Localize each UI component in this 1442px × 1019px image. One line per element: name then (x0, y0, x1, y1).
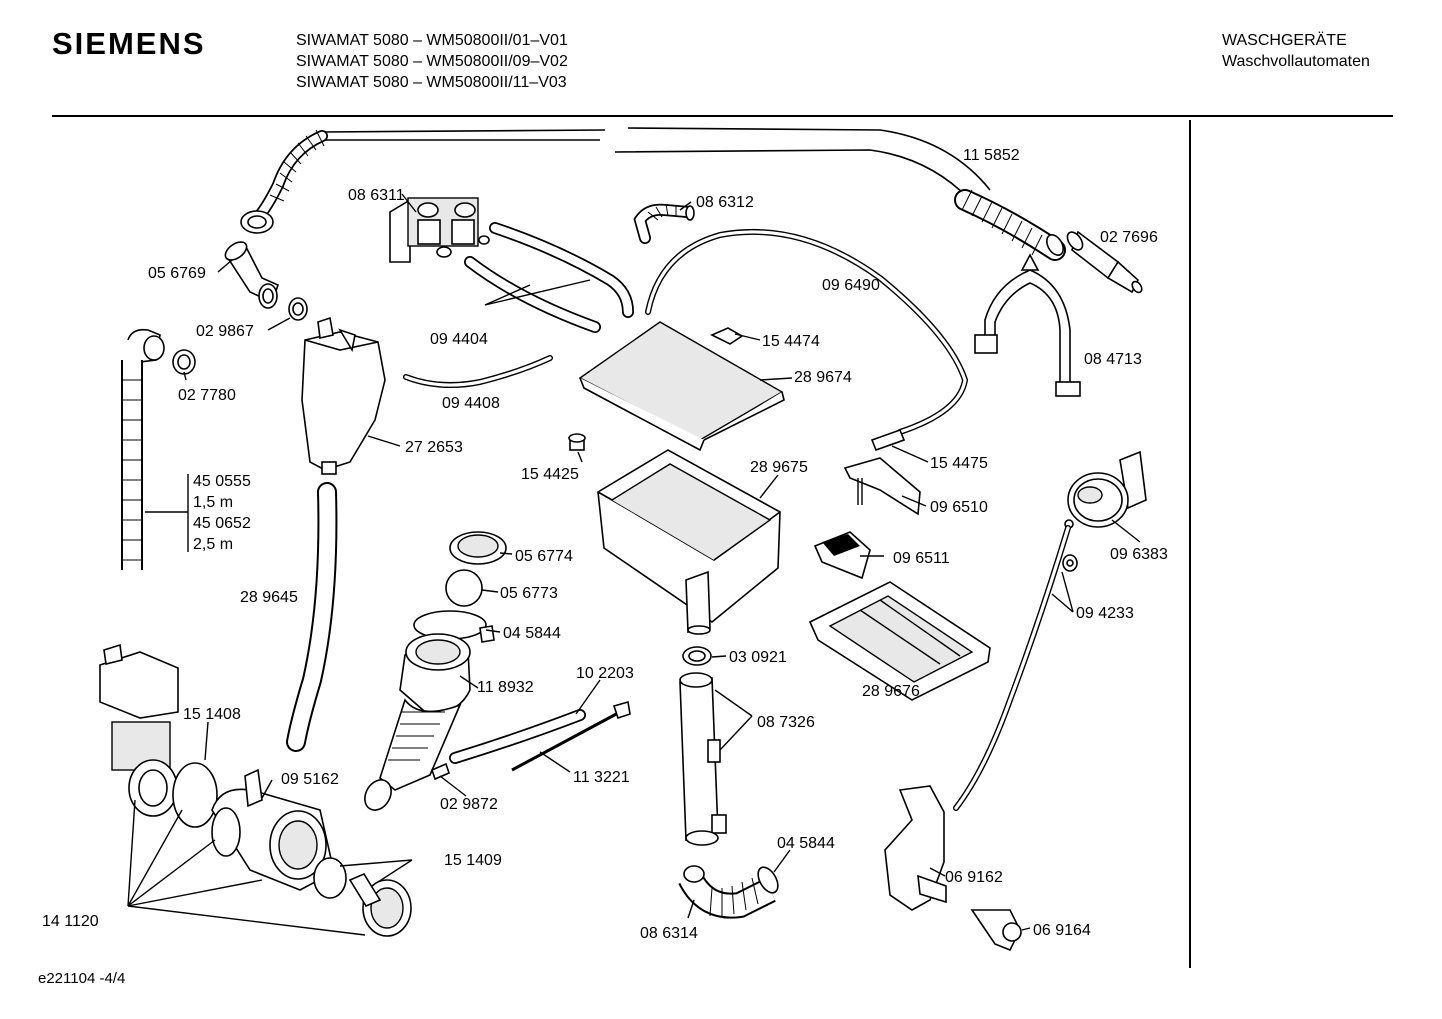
label-06-9162: 06 9162 (945, 869, 1003, 886)
label-09-4233: 09 4233 (1076, 605, 1134, 622)
small-hoses-part (464, 222, 634, 333)
label-28-9676: 28 9676 (862, 683, 920, 700)
label-15-4475: 15 4475 (930, 455, 988, 472)
label-27-2653: 27 2653 (405, 439, 463, 456)
air-trap-part (301, 316, 386, 475)
label-15-4425: 15 4425 (521, 466, 579, 483)
label-09-6383: 09 6383 (1110, 546, 1168, 563)
brand-logo: SIEMENS (52, 26, 206, 61)
flap-part (813, 531, 871, 580)
label-1-5m: 1,5 m (193, 494, 233, 511)
leader-lines (127, 193, 1141, 936)
inlet-valve-part (389, 197, 490, 263)
label-08-7326: 08 7326 (757, 714, 815, 731)
label-11-8932: 11 8932 (477, 679, 534, 696)
label-08-6314: 08 6314 (640, 925, 698, 942)
drain-hose-part (121, 328, 196, 570)
label-11-5852: 11 5852 (963, 147, 1020, 164)
hose-bracket-part (974, 253, 1081, 397)
label-28-9674: 28 9674 (794, 369, 852, 386)
pump-housing-part (211, 768, 335, 891)
label-28-9645: 28 9645 (240, 589, 298, 606)
pressure-switch-part (1064, 450, 1147, 529)
model-line: SIWAMAT 5080 – WM50800II/09–V02 (296, 53, 568, 70)
label-14-1120: 14 1120 (42, 913, 99, 930)
detergent-drawer-part (808, 581, 991, 701)
label-02-7780: 02 7780 (178, 387, 236, 404)
label-45-0555: 45 0555 (193, 473, 251, 490)
vertical-pipe-part (679, 646, 727, 846)
label-02-9867: 02 9867 (196, 323, 254, 340)
pump-part (99, 643, 218, 828)
detergent-cover-part (578, 321, 785, 452)
label-2-5m: 2,5 m (193, 536, 233, 553)
part-number-labels: 11 5852 08 6311 08 6312 02 7696 05 6769 … (42, 147, 1168, 942)
model-line: SIWAMAT 5080 – WM50800II/11–V03 (296, 74, 567, 91)
ring-part (313, 857, 347, 899)
label-09-4408: 09 4408 (442, 395, 500, 412)
label-15-1409: 15 1409 (444, 852, 502, 869)
bottom-hose-part (678, 865, 779, 919)
label-09-6490: 09 6490 (822, 277, 880, 294)
small-cap-part (568, 433, 586, 451)
label-06-9164: 06 9164 (1033, 922, 1091, 939)
label-08-6311: 08 6311 (348, 187, 405, 204)
label-04-5844-a: 04 5844 (503, 625, 561, 642)
bracket-06-9162 (884, 785, 947, 911)
model-line: SIWAMAT 5080 – WM50800II/01–V01 (296, 32, 568, 49)
diagram-code: e221104 -4/4 (38, 970, 126, 987)
detergent-housing-part (597, 449, 781, 635)
lint-filter-part (348, 872, 412, 937)
label-09-4404: 09 4404 (430, 331, 488, 348)
bent-hose-part (633, 203, 695, 244)
label-09-6511: 09 6511 (893, 550, 950, 567)
filter-part (1066, 230, 1143, 294)
label-05-6773: 05 6773 (500, 585, 558, 602)
label-04-5844-b: 04 5844 (777, 835, 835, 852)
label-03-0921: 03 0921 (729, 649, 787, 666)
label-28-9675: 28 9675 (750, 459, 808, 476)
label-05-6774: 05 6774 (515, 548, 573, 565)
label-09-5162: 09 5162 (281, 771, 339, 788)
rod-part (511, 710, 621, 772)
elbow-part (224, 241, 280, 309)
label-15-4474: 15 4474 (762, 333, 820, 350)
label-15-1408: 15 1408 (183, 706, 241, 723)
label-02-9872: 02 9872 (440, 796, 498, 813)
part-06-9164 (970, 909, 1022, 952)
category-subtitle: Waschvollautomaten (1222, 53, 1370, 70)
category-title: WASCHGERÄTE (1222, 32, 1347, 49)
lever-part (843, 457, 921, 516)
connector-part (870, 428, 906, 452)
inlet-hose-part (240, 127, 1066, 261)
model-list: SIWAMAT 5080 – WM50800II/01–V01 SIWAMAT … (296, 30, 568, 93)
label-05-6769: 05 6769 (148, 265, 206, 282)
label-02-7696: 02 7696 (1100, 229, 1158, 246)
category-block: WASCHGERÄTE Waschvollautomaten (1222, 30, 1370, 72)
label-08-4713: 08 4713 (1084, 351, 1142, 368)
label-08-6312: 08 6312 (696, 194, 754, 211)
label-10-2203: 10 2203 (576, 665, 634, 682)
label-45-0652: 45 0652 (193, 515, 251, 532)
sump-assembly-part (364, 531, 507, 811)
label-11-3221: 11 3221 (573, 769, 630, 786)
label-09-6510: 09 6510 (930, 499, 988, 516)
